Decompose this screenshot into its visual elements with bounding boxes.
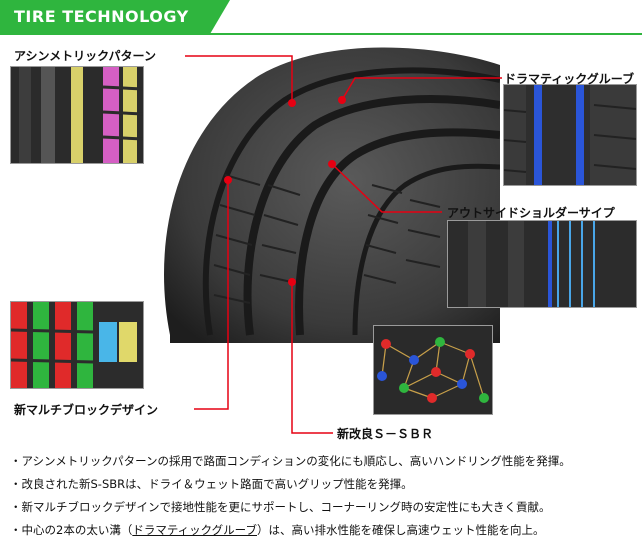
asymmetric-pattern-image bbox=[10, 66, 144, 164]
label-multi-block-design: 新マルチブロックデザイン bbox=[14, 403, 159, 417]
header-band bbox=[0, 0, 230, 34]
header-rule bbox=[0, 33, 642, 35]
feature-item: ・改良された新S-SBRは、ドライ＆ウェット路面で高いグリップ性能を発揮。 bbox=[10, 477, 413, 491]
multi-block-design-image bbox=[10, 301, 144, 389]
label-asymmetric-pattern: アシンメトリックパターン bbox=[14, 49, 156, 63]
feature-item: ・新マルチブロックデザインで接地性能を更にサポートし、コーナーリング時の安定性に… bbox=[10, 500, 551, 514]
header-title: TIRE TECHNOLOGY bbox=[14, 7, 189, 26]
feature-item-prefix: ・中心の2本の太い溝（ bbox=[10, 523, 133, 537]
feature-item-highlight: ドラマティックグルーブ bbox=[132, 523, 257, 537]
feature-item: ・アシンメトリックパターンの採用で路面コンディションの変化にも順応し、高いハンド… bbox=[10, 454, 571, 468]
header-bar: TIRE TECHNOLOGY bbox=[0, 0, 642, 35]
feature-list: ・アシンメトリックパターンの採用で路面コンディションの変化にも順応し、高いハンド… bbox=[10, 450, 635, 542]
s-sbr-compound-image bbox=[373, 325, 493, 415]
dramatic-groove-image bbox=[503, 84, 637, 186]
label-outside-shoulder-sipe: アウトサイドショルダーサイプ bbox=[447, 206, 615, 220]
label-dramatic-groove: ドラマティックグルーブ bbox=[504, 72, 635, 86]
tire-image bbox=[140, 35, 500, 343]
feature-item-suffix: ）は、高い排水性能を確保し高速ウェット性能を向上。 bbox=[257, 523, 545, 537]
outside-shoulder-sipe-image bbox=[447, 220, 637, 308]
feature-item: ・中心の2本の太い溝（ドラマティックグルーブ）は、高い排水性能を確保し高速ウェッ… bbox=[10, 519, 635, 542]
label-s-sbr: 新改良Ｓ－ＳＢＲ bbox=[337, 427, 434, 441]
